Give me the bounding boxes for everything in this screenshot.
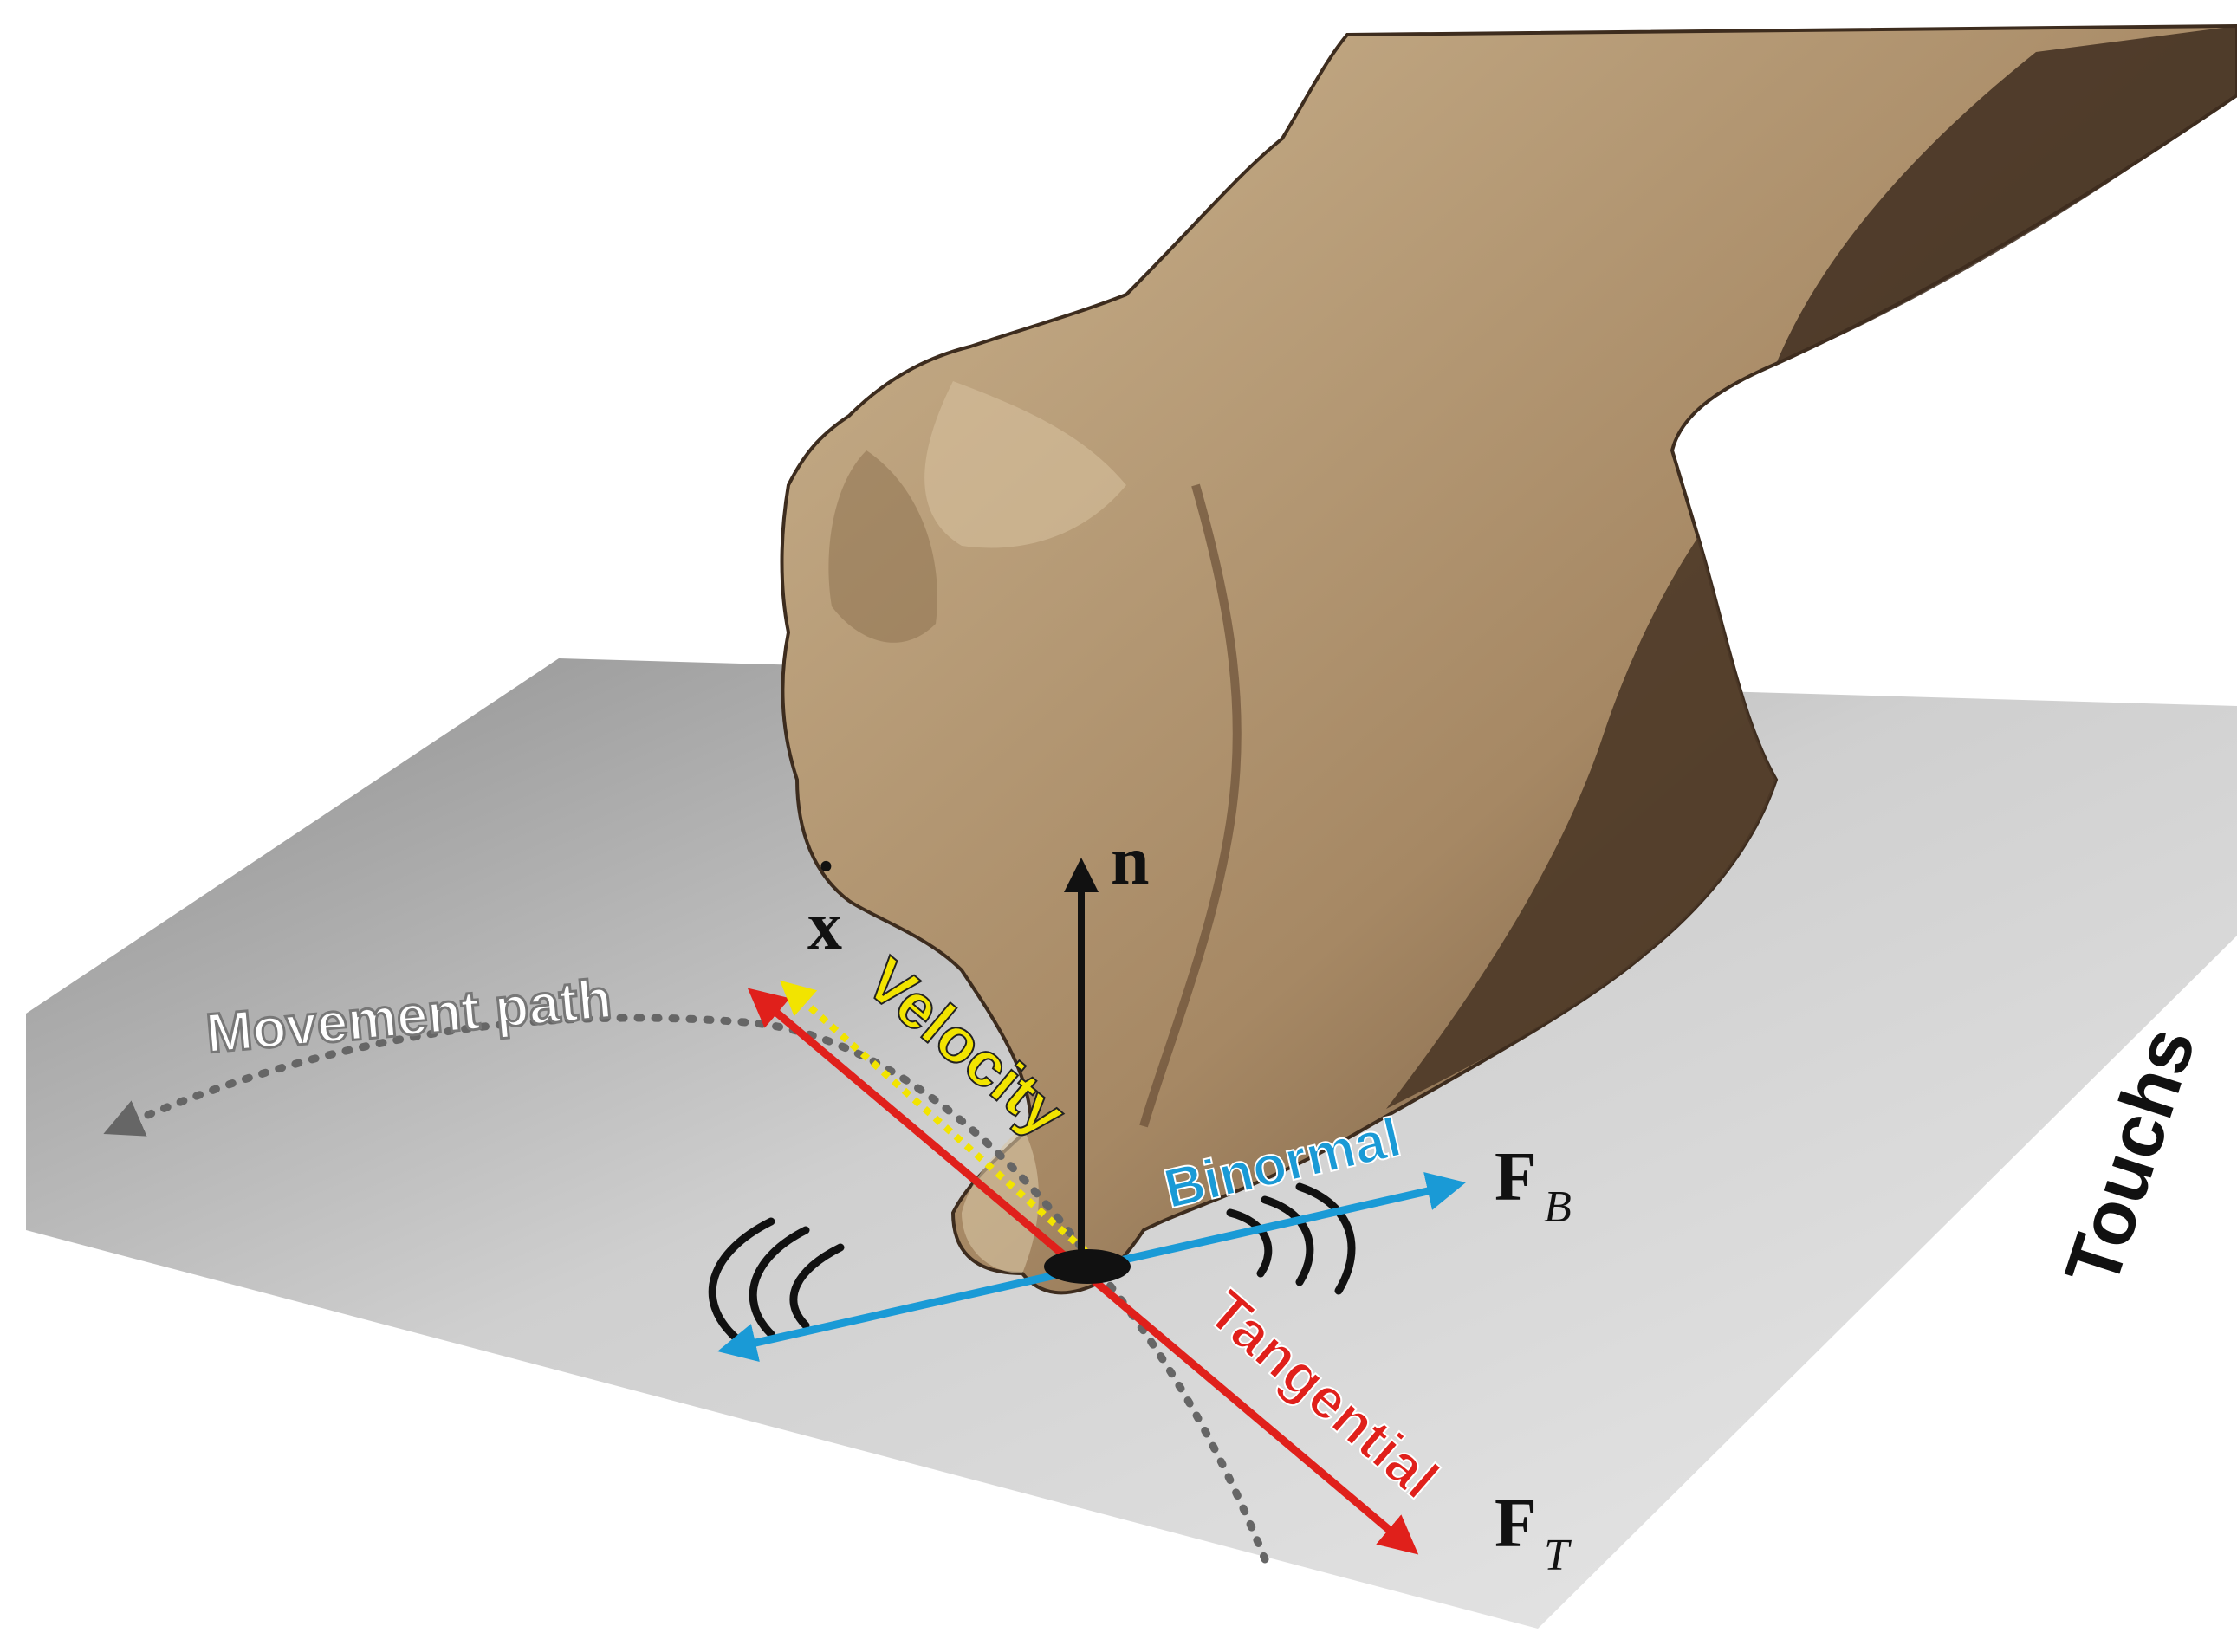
binormal-force-letter: F	[1495, 1139, 1537, 1215]
velocity-arrow	[780, 980, 1099, 1263]
tangential-force-letter: F	[1495, 1486, 1537, 1562]
tangential-force-symbol: F	[1495, 1486, 1537, 1562]
tangential-force-subscript: T	[1544, 1531, 1572, 1580]
velocity-vector-symbol: x	[807, 888, 842, 964]
velocity-dot: ˙	[814, 849, 838, 925]
binormal-force-subscript: B	[1544, 1182, 1572, 1232]
normal-vector-symbol: n	[1111, 823, 1150, 899]
binormal-force-symbol: F	[1495, 1139, 1537, 1215]
contact-point	[1044, 1249, 1131, 1284]
